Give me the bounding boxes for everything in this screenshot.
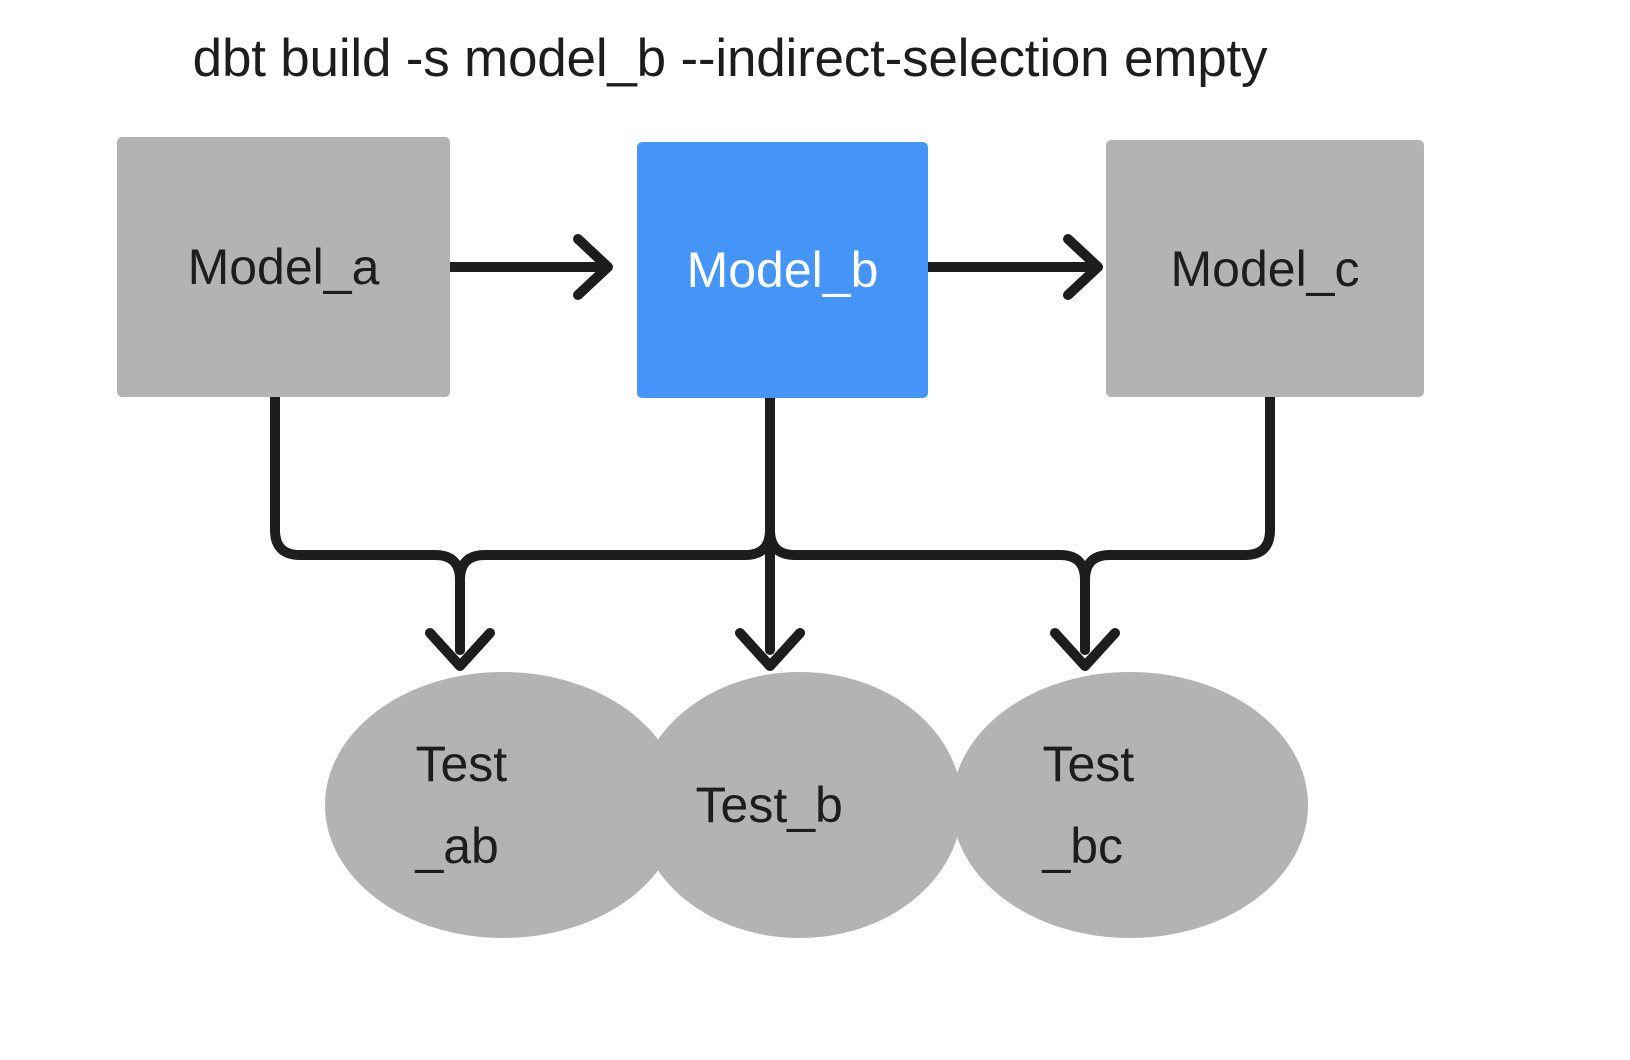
- arrowhead-model-b-to-model-c: [1063, 234, 1103, 300]
- arrowhead-to-test-bc: [1050, 628, 1120, 671]
- node-model-a-label: Model_a: [187, 239, 380, 295]
- arrowhead-to-test-b: [735, 628, 805, 671]
- node-test-bc-label-line-2: _bc: [1042, 818, 1124, 874]
- edge-model-c-to-test-bc: [1080, 392, 1275, 655]
- edge-model-a-to-test-ab: [270, 392, 465, 655]
- node-test-b-label-line-1: Test_b: [695, 776, 843, 833]
- node-test-bc-label-line-1: Test: [1042, 735, 1135, 792]
- arrowhead-to-test-ab: [425, 628, 495, 671]
- node-test-ab-label-line-1: Test: [415, 735, 508, 792]
- node-model-b-label: Model_b: [686, 242, 879, 298]
- edge-model-b-to-test-bc: [765, 393, 1090, 655]
- node-test-b[interactable]: Test_b: [637, 672, 962, 938]
- node-model-b[interactable]: Model_b: [637, 142, 928, 398]
- node-model-a[interactable]: Model_a: [117, 137, 450, 397]
- node-test-ab[interactable]: Test _ab: [325, 672, 682, 938]
- node-model-c-label: Model_c: [1170, 240, 1360, 297]
- diagram-title: dbt build -s model_b --indirect-selectio…: [192, 29, 1268, 88]
- node-test-ab-label-line-2: _ab: [415, 818, 499, 874]
- node-model-c[interactable]: Model_c: [1106, 140, 1424, 397]
- node-test-bc[interactable]: Test _bc: [952, 672, 1309, 938]
- edge-model-b-to-test-ab: [455, 393, 775, 655]
- arrowhead-model-a-to-model-b: [573, 234, 613, 300]
